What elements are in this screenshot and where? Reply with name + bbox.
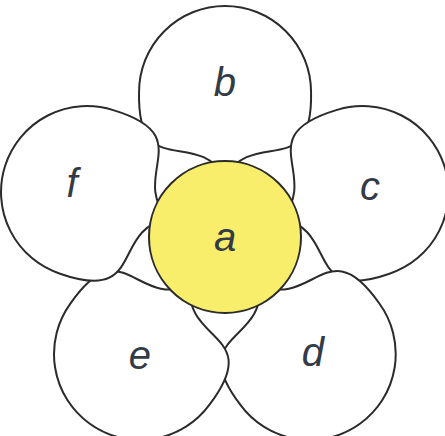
petal-shape [221, 271, 396, 436]
letter-label: b [214, 62, 236, 102]
petal: c [280, 104, 445, 283]
petal-shape [139, 6, 311, 177]
petal-shape [54, 271, 229, 436]
petal-shape [1, 106, 167, 281]
center-disc: a [147, 159, 303, 315]
petal-shape [282, 106, 445, 281]
petal-outline [0, 104, 170, 283]
letter-label: e [129, 335, 151, 375]
petal: b [137, 4, 313, 179]
letter-label: a [214, 217, 236, 257]
disc-shape [149, 161, 301, 313]
petal: f [0, 104, 170, 283]
letter-label: f [66, 163, 77, 203]
letter-label: c [360, 166, 380, 206]
letter-label: d [302, 332, 324, 372]
